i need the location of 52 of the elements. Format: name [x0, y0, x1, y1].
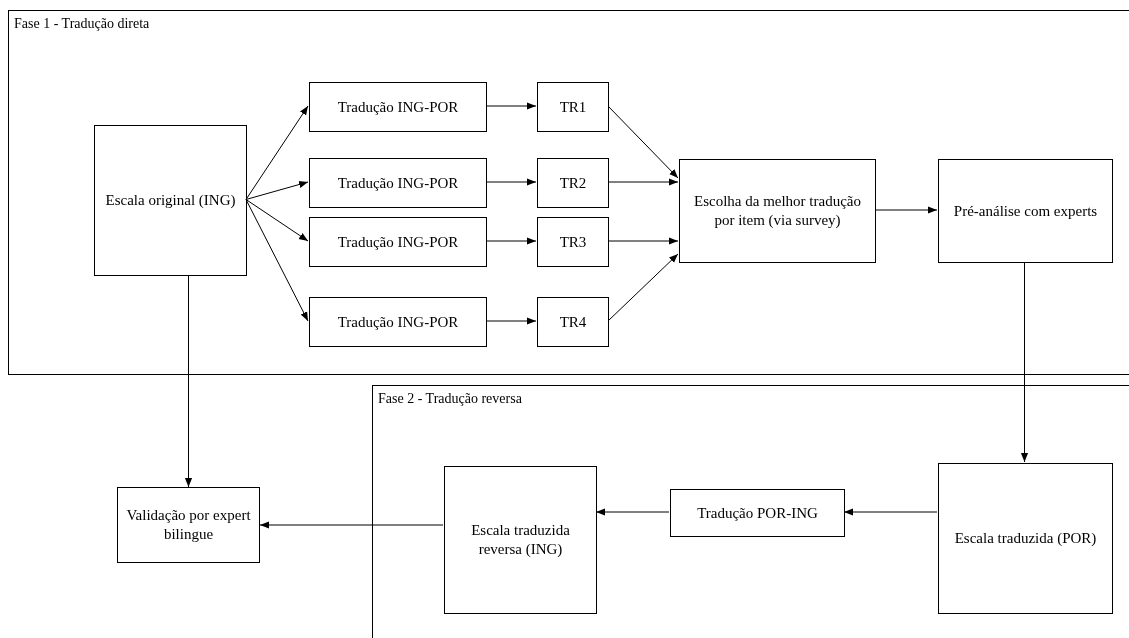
- process-box: [670, 489, 845, 537]
- arrow: [184, 274, 193, 488]
- arrow: [607, 105, 679, 179]
- box-text: Pré-análise com experts: [953, 201, 1098, 221]
- box-text: Validação por expert bilingue: [126, 506, 251, 544]
- arrow: [843, 508, 938, 516]
- arrow: [259, 521, 444, 529]
- arrow: [245, 181, 309, 200]
- box-text: Escala traduzida reversa (ING): [470, 521, 571, 559]
- process-box: [444, 466, 597, 614]
- box-text: TR1: [559, 97, 587, 117]
- arrow: [245, 199, 309, 242]
- process-box: [537, 82, 609, 132]
- phase-frame: [8, 10, 1129, 375]
- arrow: [485, 237, 537, 245]
- box-text: TR4: [559, 312, 587, 332]
- box-text: Tradução ING-POR: [337, 312, 459, 332]
- box-text: Tradução ING-POR: [337, 232, 459, 252]
- arrow: [485, 317, 537, 325]
- process-box: [309, 297, 487, 347]
- arrow: [245, 199, 309, 322]
- phase-frame: [372, 385, 1129, 638]
- frame-title: Fase 2 - Tradução reversa: [378, 390, 522, 408]
- box-text: TR3: [559, 232, 587, 252]
- process-box: [94, 125, 247, 276]
- box-text: Escala original (ING): [105, 191, 236, 210]
- box-text: Escala traduzida (POR): [954, 529, 1097, 548]
- arrow: [607, 253, 679, 322]
- process-box: [537, 158, 609, 208]
- process-box: [679, 159, 876, 263]
- process-box: [309, 158, 487, 208]
- arrow: [485, 102, 537, 110]
- process-box: [117, 487, 260, 563]
- arrow: [1020, 261, 1029, 463]
- box-text: Tradução POR-ING: [697, 503, 818, 523]
- arrow: [607, 237, 679, 245]
- process-box: [938, 463, 1113, 614]
- arrow: [245, 105, 309, 200]
- process-box: [309, 217, 487, 267]
- process-box: [537, 297, 609, 347]
- process-box: [309, 82, 487, 132]
- process-box: [938, 159, 1113, 263]
- frame-title: Fase 1 - Tradução direta: [14, 15, 150, 33]
- box-text: TR2: [559, 173, 587, 193]
- box-text: Tradução ING-POR: [337, 97, 459, 117]
- arrow: [485, 178, 537, 186]
- process-box: [537, 217, 609, 267]
- box-text: Tradução ING-POR: [337, 173, 459, 193]
- box-text: Escolha da melhor tradução por item (via survey): [693, 192, 862, 230]
- arrow: [607, 178, 679, 186]
- arrow: [874, 206, 938, 214]
- arrow: [595, 508, 670, 516]
